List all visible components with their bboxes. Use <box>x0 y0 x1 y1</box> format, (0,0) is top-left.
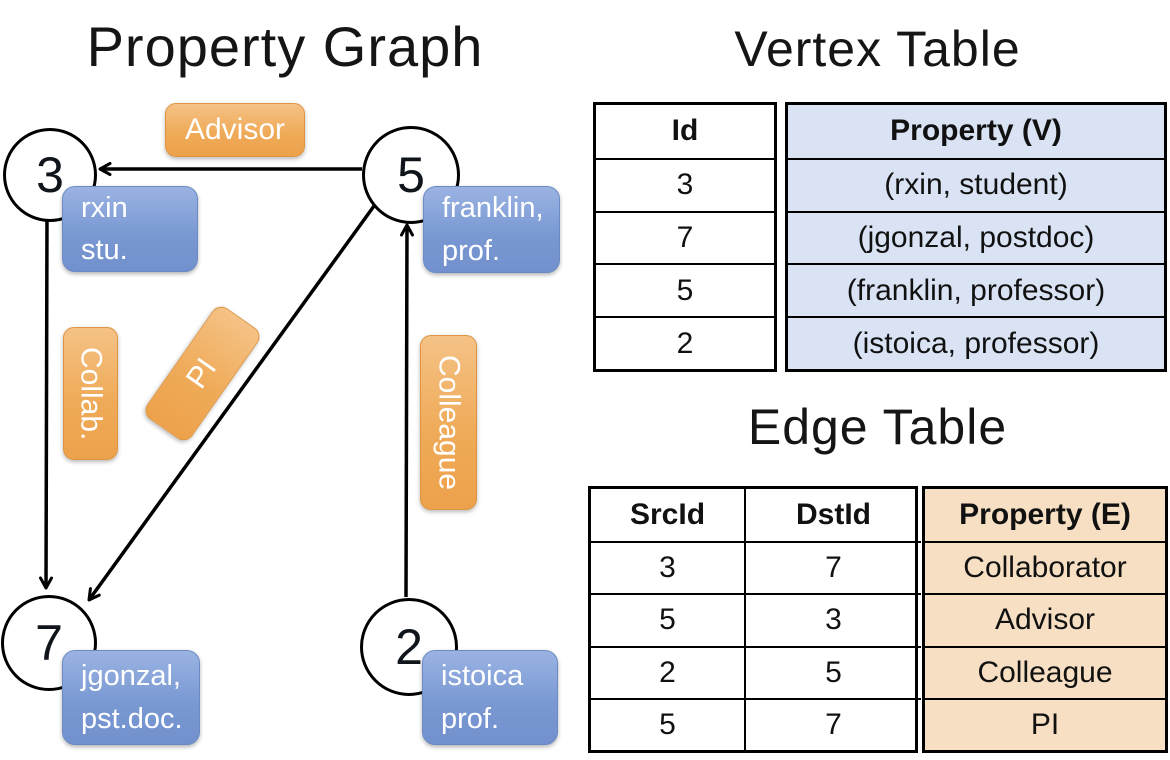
edge-table-property-cell: PI <box>925 697 1165 750</box>
vertex-table-property-cell: (rxin, student) <box>788 157 1164 211</box>
vertex-property-callout-2: istoica prof. <box>422 650 558 745</box>
edge-table-property-column: Property (E) Collaborator Advisor Collea… <box>922 486 1168 753</box>
edge-table-dst-cell: 5 <box>744 645 921 698</box>
callout-line: stu. <box>81 234 128 266</box>
edge-table-property-cell: Advisor <box>925 593 1165 646</box>
edge-table-header-dst: DstId <box>744 489 921 542</box>
edge-label-text: Colleague <box>432 354 466 491</box>
vertex-table-property-column: Property (V) (rxin, student) (jgonzal, p… <box>785 102 1167 372</box>
callout-line: prof. <box>442 234 501 267</box>
edge-label-colleague: Colleague <box>420 335 477 510</box>
edge-table-dst-cell: 7 <box>744 541 921 594</box>
edge-table-dst-cell: 3 <box>744 593 921 646</box>
edge-label-text: PI <box>180 352 224 395</box>
vertex-table-header-id: Id <box>671 114 699 148</box>
edge-table-src-cell: 2 <box>591 645 744 698</box>
edge-label-text: Collab. <box>74 346 108 441</box>
vertex-table-id-cell: 3 <box>596 157 774 211</box>
callout-line: prof. <box>441 702 500 735</box>
vertex-table-id-cell: 2 <box>596 316 774 369</box>
edge-table-title: Edge Table <box>747 399 1008 455</box>
vertex-property-callout-3: rxin stu. <box>62 186 198 272</box>
edge-table-dst-cell: 7 <box>744 697 921 750</box>
edge-table-src-cell: 5 <box>591 697 744 750</box>
vertex-id-7: 7 <box>35 615 63 671</box>
callout-line: istoica <box>441 660 524 693</box>
vertex-id-5: 5 <box>397 147 425 203</box>
edge-table-id-columns: SrcId DstId 3 7 5 3 2 5 5 7 <box>588 486 921 753</box>
vertex-id-3: 3 <box>36 147 64 203</box>
vertex-table-id-column: Id 3 7 5 2 <box>593 102 777 372</box>
edge-5-to-7 <box>87 204 376 602</box>
edge-table-property-cell: Colleague <box>925 645 1165 698</box>
vertex-property-callout-7: jgonzal, pst.doc. <box>62 650 200 745</box>
edge-table-header-property: Property (E) <box>925 489 1165 542</box>
property-graph-title: Property Graph <box>86 15 484 78</box>
edge-table-src-cell: 5 <box>591 593 744 645</box>
vertex-table-property-cell: (franklin, professor) <box>788 263 1164 317</box>
vertex-table-property-cell: (jgonzal, postdoc) <box>788 210 1164 264</box>
vertex-table-id-cell: 5 <box>596 263 774 316</box>
edge-table-property-cell: Collaborator <box>925 541 1165 594</box>
callout-line: franklin, <box>442 192 544 225</box>
vertex-table-title: Vertex Table <box>734 21 1021 77</box>
edge-3-to-7 <box>39 215 54 590</box>
vertex-table-id-cell: 7 <box>596 210 774 264</box>
vertex-table-header-property: Property (V) <box>788 105 1164 158</box>
vertex-circle-3: 3 <box>3 128 97 222</box>
edge-2-to-5 <box>399 223 414 598</box>
edge-table-header-src: SrcId <box>629 498 706 532</box>
vertex-table-property-cell: (istoica, professor) <box>788 316 1164 369</box>
callout-line: jgonzal, <box>81 660 181 693</box>
callout-line: rxin <box>81 191 128 224</box>
callout-line: pst.doc. <box>81 702 183 735</box>
edge-label-text: Advisor <box>184 113 286 146</box>
vertex-id-2: 2 <box>395 619 423 675</box>
edge-table-src-cell: 3 <box>591 541 744 593</box>
edge-label-collab: Collab. <box>63 327 118 460</box>
edge-label-advisor: Advisor <box>165 103 305 157</box>
vertex-property-callout-5: franklin, prof. <box>423 186 560 273</box>
